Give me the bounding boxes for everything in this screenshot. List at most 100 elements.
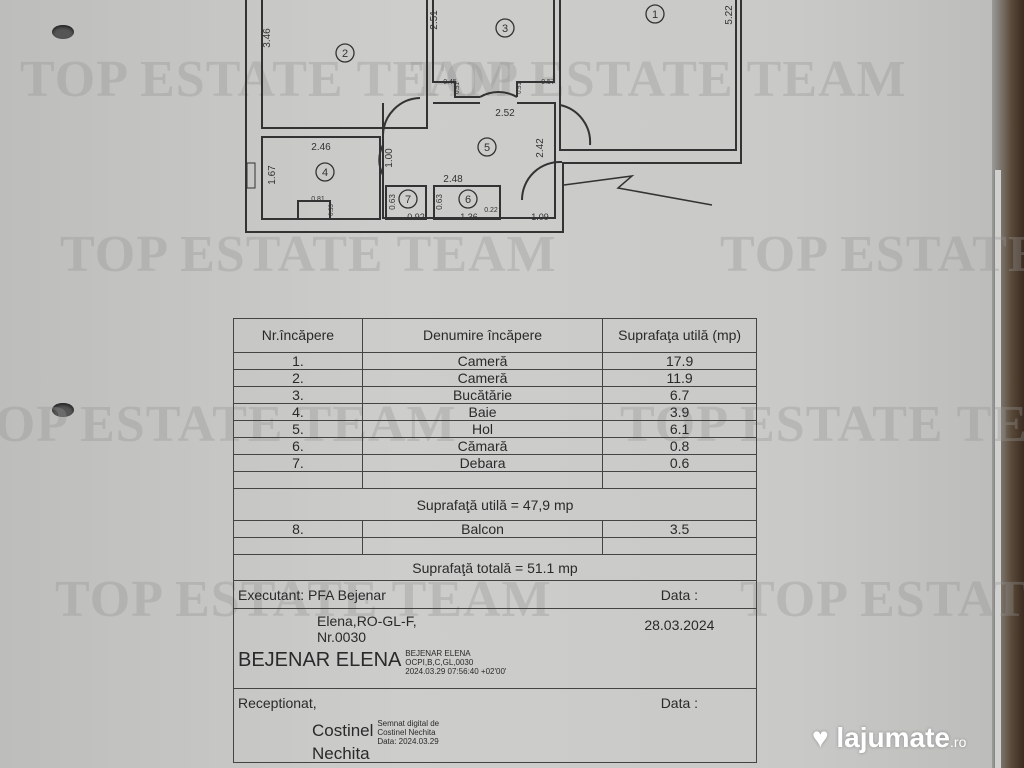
cell-area: 11.9 [602,369,757,387]
punch-hole [52,403,74,417]
room-circle [645,4,665,24]
dimension-label: 0.51 [455,82,461,94]
cell-area: 6.7 [602,386,757,404]
dimension-label: 2.48 [443,174,463,185]
table-row-empty [233,471,757,489]
watermark: TOP ESTATE TEAM [60,226,557,283]
punch-hole [52,25,74,39]
dimension-label: 0.63 [388,194,397,210]
received-name2: Nechita [312,744,370,763]
cell-nr: 2. [233,369,363,387]
room-number: 1 [652,9,658,21]
dimension-label: 0.92 [407,212,425,222]
dimension-label: 0.57 [541,79,555,86]
cell-nr: 3. [233,386,363,404]
dimension-label: 0.22 [484,207,498,214]
executant-nr: Nr.0030 [317,629,367,645]
room-circle [458,189,478,209]
lajumate-logo[interactable]: ♥ lajumate.ro [812,722,967,753]
room-circle [398,189,418,209]
cell-area: 0.6 [602,454,757,472]
room-number: 3 [502,23,508,35]
dimension-label: 1.36 [460,212,478,222]
received-date-label: Data : [602,688,757,763]
cell-area: 6.1 [602,420,757,438]
cell-area: 3.9 [602,403,757,421]
room-circle [315,162,335,182]
useful-total-row: Suprafaţă utilă = 47,9 mp [233,488,757,521]
room-circle [495,18,515,38]
date-label: Data : [602,580,757,609]
watermark: TOP ESTATE TEAM [720,226,1024,283]
cell-nr: 4. [233,403,363,421]
cell-name: Cameră [361,369,604,387]
cell-name: Hol [361,420,604,438]
signature-name: BEJENAR ELENA [238,649,402,672]
table-header-row: Nr.încăpere Denumire încăpere Suprafaţa … [233,318,757,353]
dimension-label: 1.09 [531,212,549,222]
rooms-table: Nr.încăpere Denumire încăpere Suprafaţa … [232,318,757,763]
dimension-label: 2.52 [495,108,515,119]
dimension-label: 1.67 [267,165,278,185]
room-circle [477,137,497,157]
executant-row: Executant: PFA Bejenar Data : [232,580,757,609]
dimension-label: 5.22 [724,5,735,25]
dimension-label: 1.00 [384,148,395,168]
cell-name: Debara [361,454,604,472]
executant-signature-row: Elena,RO-GL-F, Nr.0030 BEJENAR ELENA BEJ… [232,608,757,689]
dimension-label: 0.45 [443,79,457,86]
second-page-edge [994,170,1001,768]
balcony-name: Balcon [361,520,604,538]
dimension-label: 3.46 [262,28,273,48]
dimension-label: 2.42 [535,138,546,158]
cell-nr: 5. [233,420,363,438]
cell-name: Bucătărie [361,386,604,404]
room-number: 4 [322,167,328,179]
table-row: 8. Balcon 3.5 [233,520,757,538]
balcony-area: 3.5 [602,520,757,538]
dimension-label: 0.33 [329,204,335,216]
dimension-label: 2.51 [429,10,440,30]
dimension-label: 0.51 [517,82,523,94]
dimension-label: 0.63 [435,194,444,210]
room-number: 6 [465,194,471,206]
useful-total: Suprafaţă utilă = 47,9 mp [233,488,757,521]
room-number: 2 [342,48,348,60]
watermark: TOP ESTATE TEAM [410,51,907,108]
header-area: Suprafaţa utilă (mp) [602,318,757,353]
received-label: Receptionat, [238,695,317,711]
watermark: TOP ESTATE TEAM [740,571,1024,628]
cell-area: 0.8 [602,437,757,455]
table-row-empty [233,537,757,555]
cell-nr: 7. [233,454,363,472]
room-circle [335,43,355,63]
cell-nr: 1. [233,352,363,370]
date-value: 28.03.2024 [602,608,757,689]
dimension-label: 2.46 [311,142,331,153]
received-name: Costinel [312,721,374,741]
cell-nr: 6. [233,437,363,455]
header-nr: Nr.încăpere [233,318,363,353]
header-name: Denumire încăpere [361,318,604,353]
executant-label: Executant: PFA Bejenar [232,580,603,609]
dimension-label: 0.81 [311,196,325,203]
grand-total: Suprafaţă totală = 51.1 mp [233,554,757,581]
cell-name: Cămară [361,437,604,455]
balcony-nr: 8. [233,520,363,538]
room-number: 5 [484,142,490,154]
grand-total-row: Suprafaţă totală = 51.1 mp [233,554,757,581]
cell-name: Baie [361,403,604,421]
room-number: 7 [405,194,411,206]
executant-cont: Elena,RO-GL-F, [317,613,417,629]
